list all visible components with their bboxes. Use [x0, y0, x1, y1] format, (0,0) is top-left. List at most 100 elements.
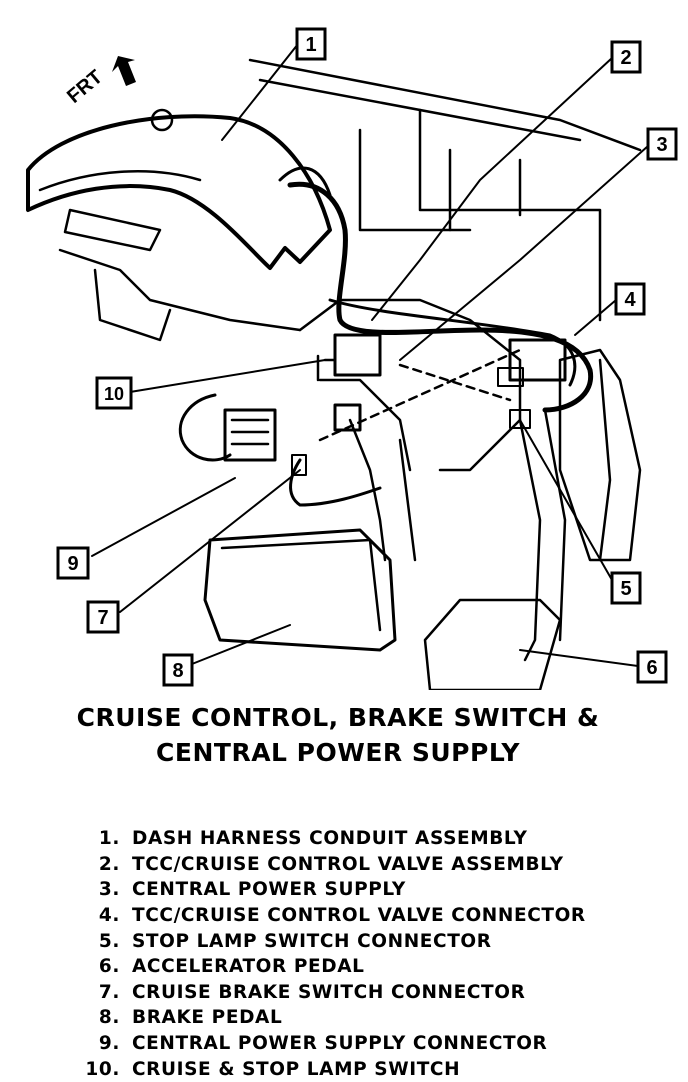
legend-label: CRUISE BRAKE SWITCH CONNECTOR [132, 981, 526, 1003]
leader-6 [519, 649, 639, 667]
stop-lamp-switch-plug [509, 409, 531, 429]
brake-pedal-pad-inner [220, 538, 382, 632]
hidden-line-1 [318, 348, 522, 442]
legend-number: 1. [98, 828, 120, 850]
switch-plunger [316, 354, 337, 382]
bolt [150, 108, 174, 132]
callout-9-box [56, 546, 90, 580]
legend-number: 10. [85, 1058, 120, 1080]
column-support-2 [318, 378, 412, 472]
leader-9 [91, 477, 236, 557]
callout-5-label: 5 [620, 578, 631, 600]
legend-label: TCC/CRUISE CONTROL VALVE ASSEMBLY [132, 853, 564, 875]
callout-4-label: 4 [624, 289, 636, 311]
legend-number: 2. [98, 853, 120, 875]
legend-number: 9. [98, 1033, 120, 1055]
legend-item: 7. CRUISE BRAKE SWITCH CONNECTOR [70, 980, 680, 1006]
legend-number: 7. [98, 981, 120, 1003]
harness-secondary [328, 298, 577, 387]
right-bracket [558, 348, 642, 562]
legend-item: 3. CENTRAL POWER SUPPLY [70, 877, 680, 903]
central-power-supply-connector-body [223, 408, 277, 462]
diagram-title-line-2: CENTRAL POWER SUPPLY [156, 738, 520, 767]
legend-item: 6. ACCELERATOR PEDAL [70, 954, 680, 980]
column-cover-vent [63, 208, 162, 252]
column-cover [26, 114, 332, 270]
callout-10-box [95, 376, 133, 410]
legend-item: 9. CENTRAL POWER SUPPLY CONNECTOR [70, 1031, 680, 1057]
callout-7-box [86, 600, 120, 634]
leader-10 [129, 359, 326, 393]
legend-label: STOP LAMP SWITCH CONNECTOR [132, 930, 492, 952]
valve-connector-plug [497, 367, 524, 387]
legend-label: CRUISE & STOP LAMP SWITCH [132, 1058, 461, 1080]
legend-label: TCC/CRUISE CONTROL VALVE CONNECTOR [132, 905, 586, 927]
legend-item: 2. TCC/CRUISE CONTROL VALVE ASSEMBLY [70, 852, 680, 878]
column-support [298, 298, 522, 472]
brake-pedal-pad [203, 528, 397, 652]
frt-label: FRT [63, 66, 107, 108]
callout-2-label: 2 [620, 47, 631, 69]
legend-item: 10. CRUISE & STOP LAMP SWITCH [70, 1056, 680, 1082]
legend-item: 1.DASH HARNESS CONDUIT ASSEMBLY [70, 826, 680, 852]
harness-main [287, 181, 594, 413]
parts-legend: 1.DASH HARNESS CONDUIT ASSEMBLY 2. TCC/CR… [70, 826, 680, 1082]
frt-arrow-icon [112, 56, 136, 86]
legend-label: CENTRAL POWER SUPPLY CONNECTOR [132, 1033, 548, 1055]
stop-lamp-connector [333, 403, 362, 432]
brake-switch-connector [291, 454, 307, 476]
leader-2 [371, 57, 613, 321]
callout-1-box [295, 27, 327, 61]
callout-9-label: 9 [67, 553, 78, 575]
lower-dash-left-2 [93, 268, 172, 342]
left-harness-loop [178, 393, 232, 462]
callout-1-label: 1 [305, 34, 316, 56]
harness-top [278, 166, 332, 197]
callout-6-box [636, 650, 668, 684]
leader-3 [399, 145, 649, 361]
brake-pedal-arm-2 [398, 438, 417, 562]
accelerator-pad [423, 598, 562, 690]
cruise-switch-body [333, 333, 382, 377]
accelerator-arm [518, 418, 542, 662]
accelerator-arm-2 [543, 408, 567, 642]
callout-2-box [610, 40, 642, 74]
leader-4 [574, 299, 617, 336]
callout-10-label: 10 [104, 384, 124, 404]
column-cover-inner [38, 170, 202, 192]
dash-frame-right [418, 108, 602, 322]
legend-number: 4. [98, 905, 120, 927]
legend-number: 3. [98, 879, 120, 901]
leader-5 [519, 419, 613, 581]
right-bracket-edge [598, 358, 612, 562]
diagram-title-line-1: CRUISE CONTROL, BRAKE SWITCH & [76, 703, 600, 732]
dash-panel-lines [448, 148, 522, 232]
legend-item: 5. STOP LAMP SWITCH CONNECTOR [70, 928, 680, 954]
legend-number: 5. [98, 930, 120, 952]
leader-8 [191, 624, 291, 665]
callout-6-label: 6 [646, 657, 657, 679]
lower-dash-left [58, 248, 302, 332]
callout-3-label: 3 [656, 134, 667, 156]
hidden-line-2 [398, 363, 512, 402]
leader-7 [119, 469, 301, 613]
legend-item: 4. TCC/CRUISE CONTROL VALVE CONNECTOR [70, 903, 680, 929]
leader-1 [221, 43, 299, 141]
legend-number: 8. [98, 1007, 120, 1029]
brake-switch-cable [289, 458, 382, 507]
connector-pins [230, 418, 270, 446]
brake-pedal-arm [348, 418, 387, 562]
dash-frame-inner [358, 128, 472, 232]
legend-label: ACCELERATOR PEDAL [132, 956, 365, 978]
callout-8-label: 8 [172, 660, 183, 682]
callout-3-box [646, 127, 678, 161]
diagram-illustration: FRT 1 2 3 4 5 6 7 8 9 10 [26, 27, 678, 690]
legend-item: 8. BRAKE PEDAL [70, 1005, 680, 1031]
callout-4-box [614, 282, 646, 316]
legend-label: CENTRAL POWER SUPPLY [132, 879, 406, 901]
legend-number: 6. [98, 956, 120, 978]
callout-7-label: 7 [97, 607, 108, 629]
legend-label: BRAKE PEDAL [132, 1007, 283, 1029]
callout-8-box [162, 653, 194, 687]
valve-connector-body [508, 338, 567, 382]
